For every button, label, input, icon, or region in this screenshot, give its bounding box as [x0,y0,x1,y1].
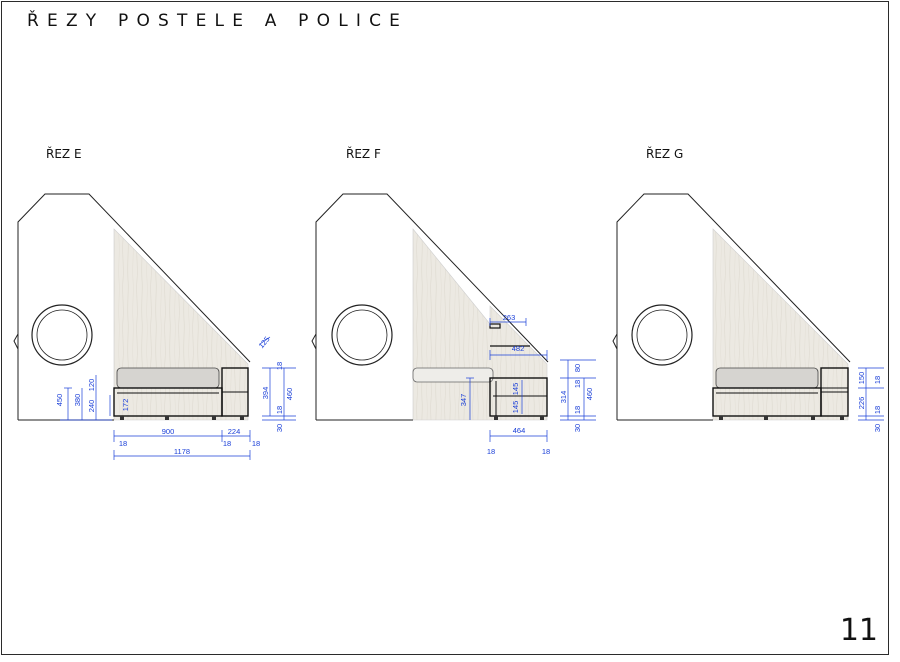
dim-f-18-bottom: 18 [573,406,582,414]
dim-f-30: 30 [573,424,582,432]
dim-g-18-top: 18 [873,376,882,384]
section-e-label: ŘEZ E [46,147,82,161]
section-e-mattress [116,367,220,389]
section-f-roof-outline [315,193,549,420]
dim-f-460: 460 [585,388,594,401]
sheet-title: ŘEZY POSTELE A POLICE [27,11,409,31]
dim-e-125: 125 [257,335,272,350]
section-g-label: ŘEZ G [646,147,684,161]
section-e-roof-outline [17,193,251,420]
section-e-foot [120,416,124,420]
dim-f-314: 314 [559,391,568,404]
section-f-dimensions: 263 482 347 145 145 80 18 314 460 18 30 … [459,313,596,456]
dim-f-18-top: 18 [573,380,582,388]
section-e-break-mark [13,333,19,350]
section-g-round-window-outer [631,304,693,366]
dim-g-30: 30 [873,424,882,432]
dim-e-460: 460 [285,388,294,401]
page-number: 11 [839,613,878,648]
section-e-foot [212,416,216,420]
dim-e-18-right: 18 [252,439,260,448]
section-g-roof-outline [616,193,851,420]
section-f-round-window-inner [336,309,388,361]
section-f-break-mark [311,333,317,350]
section-g-wall-panel [712,228,849,421]
dim-f-145-top: 145 [511,383,520,396]
section-f-wall-panel [412,228,548,421]
section-f-lower-cabinet [489,377,548,417]
dim-e-240: 240 [87,400,96,413]
section-g-dimensions: 150 18 226 18 30 [857,367,884,432]
section-e-wall-panel [113,228,249,421]
dim-g-226: 226 [857,397,866,410]
dim-e-172: 172 [121,399,130,412]
dim-e-18-mid: 18 [223,439,231,448]
dim-f-80: 80 [573,364,582,372]
section-e-round-window-inner [36,309,88,361]
dim-e-900: 900 [162,427,175,436]
dim-e-394: 394 [261,387,270,400]
dim-f-263: 263 [503,313,516,322]
dim-e-120: 120 [87,379,96,392]
dim-e-18-top: 18 [275,362,284,370]
section-e-dimensions: 450 380 120 240 172 125 18 394 460 18 30… [55,335,296,460]
sheet-frame [1,1,889,655]
dim-g-150: 150 [857,372,866,385]
section-f-round-window-outer [331,304,393,366]
section-g-foot [764,416,768,420]
dim-e-380: 380 [73,394,82,407]
dim-e-18-left: 18 [119,439,127,448]
dim-e-18-bottom: 18 [275,406,284,414]
section-g-round-window-inner [636,309,688,361]
dim-f-482: 482 [512,344,525,353]
dim-f-464: 464 [513,426,526,435]
dim-f-145-bottom: 145 [511,401,520,414]
section-g-drawing [612,193,851,421]
section-g-foot [840,416,844,420]
section-f-label: ŘEZ F [346,147,381,161]
dim-f-18-left: 18 [487,447,495,456]
dim-e-450: 450 [55,394,64,407]
section-f-mattress [412,367,494,383]
section-e-foot [240,416,244,420]
section-g-foot [719,416,723,420]
section-g-foot [811,416,815,420]
section-f-foot [494,416,498,420]
dim-f-347: 347 [459,394,468,407]
section-f-foot [540,416,544,420]
dim-g-18-bottom: 18 [873,406,882,414]
section-e-drawing [13,193,251,421]
section-e-round-window-outer [31,304,93,366]
section-e-foot [165,416,169,420]
dim-f-18-right: 18 [542,447,550,456]
section-g-mattress [715,367,819,389]
dim-e-224: 224 [228,427,241,436]
dim-e-1178: 1178 [174,447,190,456]
section-f-drawing [311,193,549,421]
dim-e-30: 30 [275,424,284,432]
section-g-break-mark [612,333,618,350]
